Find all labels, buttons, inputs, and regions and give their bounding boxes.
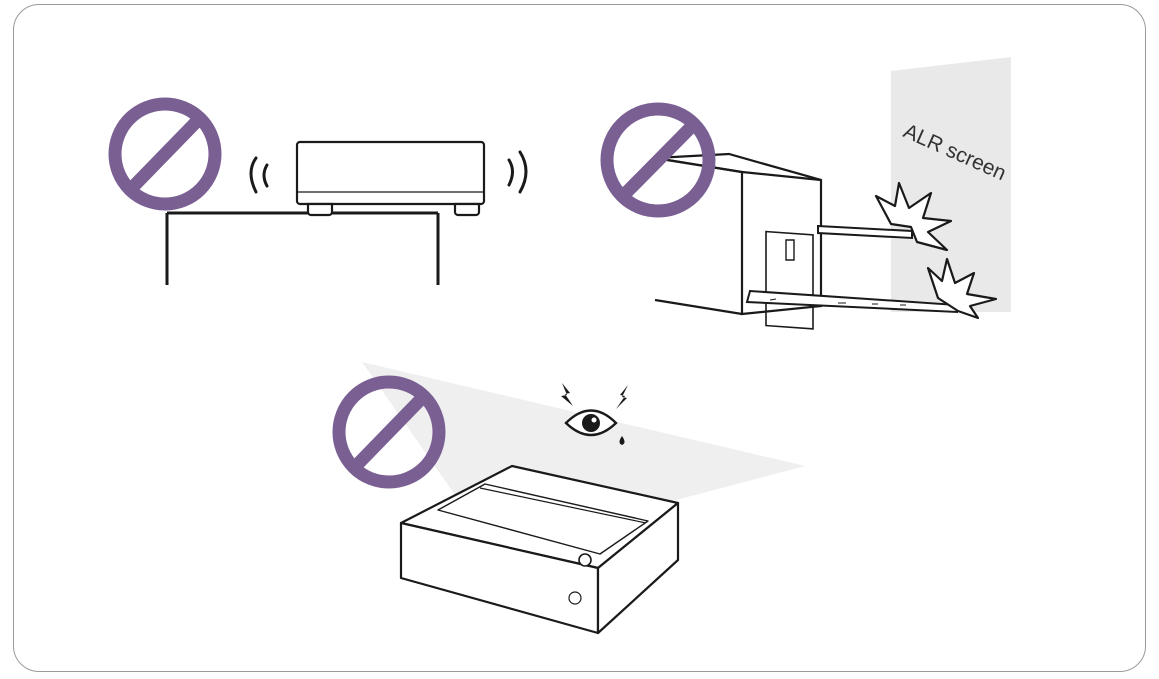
vibration-waves-left bbox=[249, 156, 269, 194]
vibration-waves-right bbox=[507, 150, 528, 194]
projector-top-view bbox=[399, 464, 680, 635]
table bbox=[165, 211, 440, 285]
upper-shelf bbox=[817, 224, 913, 240]
collision-panel: ALR screen bbox=[600, 57, 1011, 330]
prohibit-icon bbox=[600, 102, 716, 218]
lower-shelf bbox=[745, 289, 958, 314]
prohibit-icon bbox=[108, 97, 222, 211]
eye-warning-icon bbox=[561, 383, 628, 445]
collision-burst-lower bbox=[926, 257, 998, 320]
projection-beam bbox=[362, 362, 805, 520]
eye-panel bbox=[332, 362, 805, 635]
projector-side-view bbox=[295, 140, 486, 217]
alr-screen bbox=[891, 57, 1011, 312]
vibration-panel bbox=[108, 97, 528, 285]
prohibit-icon bbox=[332, 375, 446, 489]
collision-burst-upper bbox=[874, 181, 953, 252]
